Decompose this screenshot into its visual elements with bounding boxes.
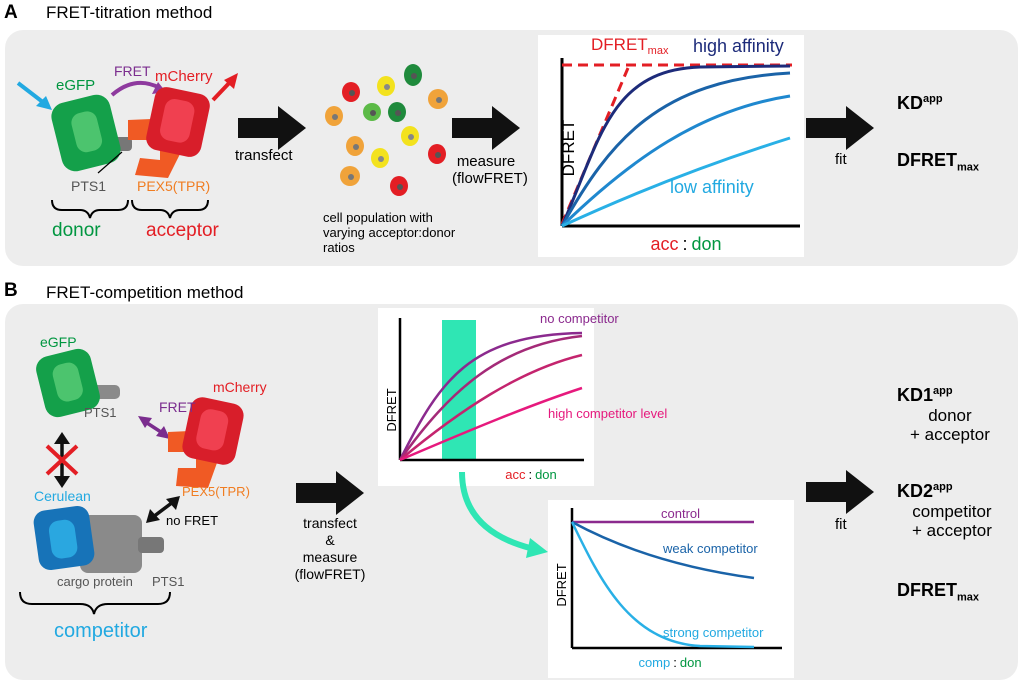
- cell: [363, 103, 381, 121]
- fret-double-arrow: [138, 416, 170, 439]
- transfect-label-a: transfect: [235, 147, 293, 164]
- cell: [401, 126, 419, 146]
- kd1-app-label: KD1app: [897, 385, 953, 405]
- chart-b1: DFRET no competitor high competitor leve…: [378, 308, 667, 486]
- panel-b-letter: B: [4, 280, 18, 301]
- cell: [390, 176, 408, 196]
- cell-population-caption: cell population with varying acceptor:do…: [323, 210, 456, 255]
- cell: [346, 136, 364, 156]
- egfp-protein-b: [36, 348, 120, 418]
- no-fret-label: no FRET: [166, 513, 219, 528]
- curve-high-competitor: [399, 386, 583, 462]
- cerulean-label: Cerulean: [34, 488, 91, 504]
- kd2-description: competitor + acceptor: [912, 502, 992, 540]
- pts1-label-a: PTS1: [71, 178, 107, 194]
- cell: [388, 102, 406, 122]
- cell: [342, 82, 360, 102]
- competitor-label: competitor: [54, 620, 148, 642]
- curve-no-competitor: [398, 331, 583, 461]
- panel-a-letter: A: [4, 2, 18, 23]
- chart-a-dfretmax-label: DFRETmax: [591, 35, 669, 57]
- weak-competitor-label: weak competitor: [662, 541, 758, 556]
- high-competitor-label: high competitor level: [548, 406, 667, 421]
- mcherry-label-b: mCherry: [213, 379, 267, 395]
- chart-b2-xlabel: comp:don: [638, 655, 701, 670]
- pex5-mcherry-protein: [128, 87, 210, 178]
- transfect-arrow: [238, 106, 306, 150]
- pts1-label-b-bottom: PTS1: [152, 574, 185, 589]
- fret-label-b: FRET: [159, 399, 196, 415]
- fret-label-a: FRET: [114, 63, 151, 79]
- panel-b-title: FRET-competition method: [46, 283, 244, 302]
- curve-mid-competitor: [399, 353, 583, 461]
- chart-b2-ylabel: DFRET: [554, 563, 569, 606]
- curve-low-affinity: [561, 136, 791, 228]
- transfect-measure-arrow: [296, 471, 364, 515]
- chart-a: DFRET DFRETmax high affinity low affinit…: [538, 35, 804, 257]
- pex5-mcherry-protein-b: [168, 397, 244, 488]
- cell: [428, 144, 446, 164]
- dfret-max-output-b: DFRETmax: [897, 580, 980, 604]
- fit-arrow-a: [806, 106, 874, 150]
- measure-label: measure (flowFRET): [452, 153, 528, 187]
- cerulean-cargo-protein: [33, 505, 164, 573]
- high-affinity-label: high affinity: [693, 36, 784, 56]
- mcherry-label-a: mCherry: [155, 68, 213, 85]
- curve-mid-low: [560, 94, 791, 228]
- cargo-protein-label: cargo protein: [57, 574, 133, 589]
- cell: [377, 76, 395, 96]
- chart-a-xlabel: acc:don: [650, 234, 721, 254]
- acceptor-brace: [131, 199, 209, 219]
- fit-label-b: fit: [835, 516, 847, 533]
- chart-b2: DFRET control weak competitor strong com…: [548, 500, 794, 678]
- chart-a-ylabel: DFRET: [559, 120, 578, 177]
- curve-low-competitor: [398, 334, 583, 461]
- no-competitor-label: no competitor: [540, 311, 619, 326]
- no-fret-arrow: [146, 496, 180, 523]
- control-label: control: [661, 506, 700, 521]
- cell: [325, 106, 343, 126]
- measure-arrow: [452, 106, 520, 150]
- chart-b1-xlabel: acc:don: [505, 467, 557, 482]
- kd1-description: donor + acceptor: [910, 406, 990, 444]
- egfp-label-a: eGFP: [56, 77, 96, 94]
- dfret-max-output-a: DFRETmax: [897, 150, 980, 174]
- low-affinity-label: low affinity: [670, 177, 754, 197]
- strong-competitor-label: strong competitor: [663, 625, 764, 640]
- competitor-brace: [19, 591, 171, 615]
- transfect-measure-label: transfect & measure (flowFRET): [294, 515, 366, 582]
- pts1-label-b-top: PTS1: [84, 405, 117, 420]
- chart-b2-area: [548, 500, 794, 678]
- curve-strong-competitor: [570, 521, 755, 649]
- kd-app-label: KDapp: [897, 93, 943, 113]
- donor-brace: [51, 199, 129, 219]
- kd2-app-label: KD2app: [897, 481, 953, 501]
- cell: [340, 166, 360, 186]
- fit-arrow-b: [806, 470, 874, 514]
- panel-a-title: FRET-titration method: [46, 3, 213, 22]
- curve-high-affinity: [560, 64, 791, 227]
- fit-label-a: fit: [835, 151, 847, 168]
- excitation-arrow: [16, 81, 52, 110]
- pts1-pointer: [97, 151, 123, 174]
- egfp-label-b: eGFP: [40, 334, 77, 350]
- chart-b1-ylabel: DFRET: [384, 388, 399, 431]
- donor-label: donor: [52, 220, 101, 241]
- curve-mid-high: [560, 71, 791, 227]
- blocked-interaction-arrow: [45, 432, 79, 488]
- turquoise-curved-arrow: [459, 471, 548, 558]
- pex5-label-b: PEX5(TPR): [182, 484, 250, 499]
- cell: [371, 148, 389, 168]
- curve-weak-competitor: [571, 520, 755, 580]
- egfp-protein: [51, 94, 132, 172]
- pex5-label-a: PEX5(TPR): [137, 178, 211, 194]
- cell: [404, 64, 422, 86]
- acceptor-label: acceptor: [146, 220, 219, 241]
- cell-population: [325, 64, 448, 196]
- cell: [428, 89, 448, 109]
- emission-arrow: [211, 73, 238, 102]
